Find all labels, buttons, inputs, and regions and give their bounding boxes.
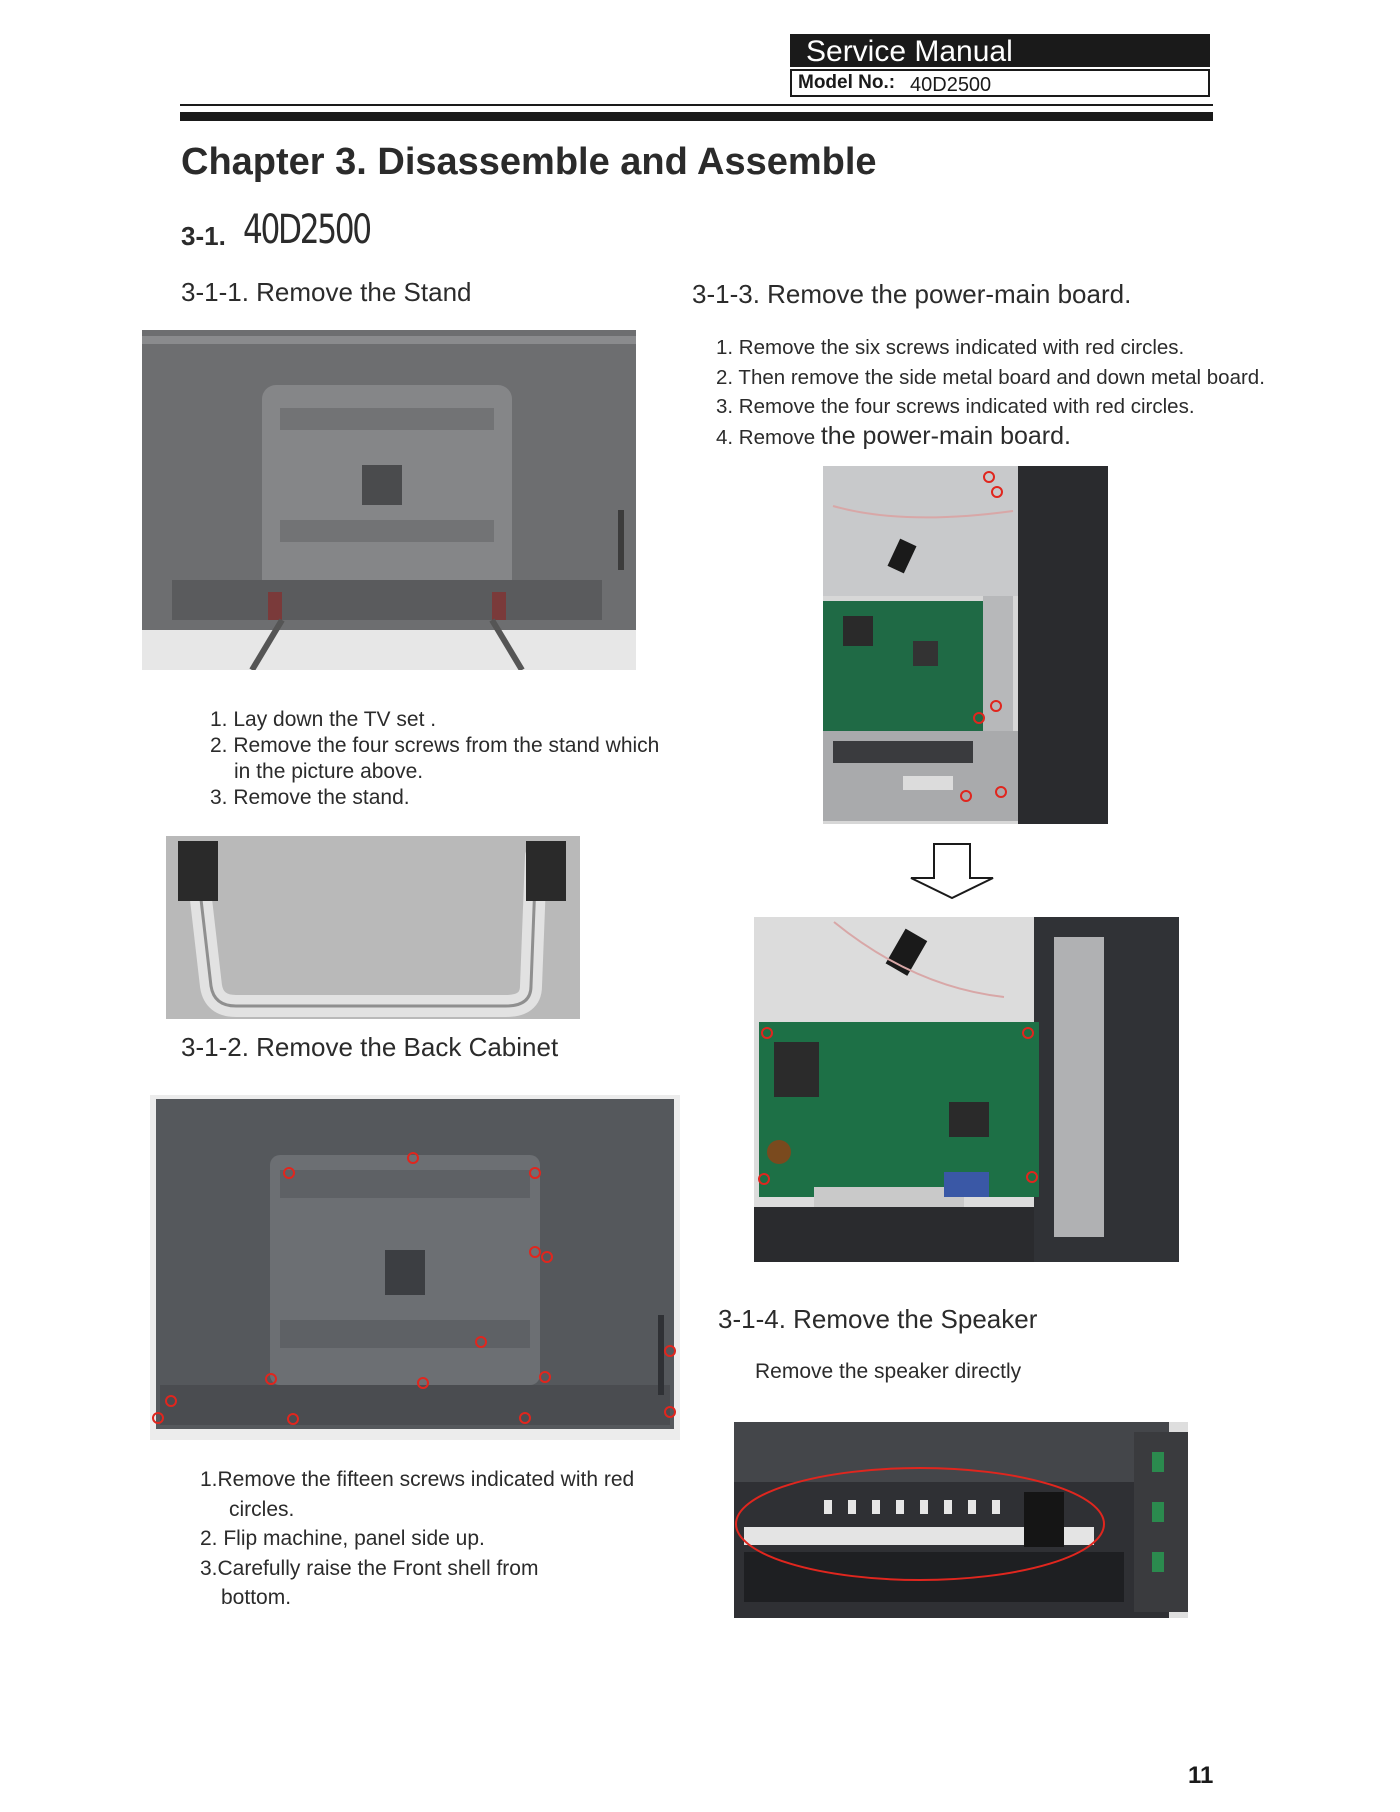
screw-marker bbox=[283, 1167, 295, 1179]
screw-marker bbox=[165, 1395, 177, 1407]
speaker-photo bbox=[734, 1422, 1188, 1618]
screw-marker bbox=[990, 700, 1002, 712]
model-number-label: Model No.: bbox=[798, 72, 896, 93]
model-number-box bbox=[790, 69, 1210, 97]
back-cabinet-heading: 3-1-2. Remove the Back Cabinet bbox=[181, 1032, 559, 1062]
power-board-exposed-photo bbox=[754, 917, 1179, 1262]
screw-marker bbox=[664, 1406, 676, 1418]
screw-marker bbox=[529, 1167, 541, 1179]
power-board-step-4: 4. Remove the power-main board. bbox=[716, 422, 1265, 453]
back-cabinet-step-3: 3.Carefully raise the Front shell from bbox=[200, 1556, 539, 1580]
power-board-step-2: 2. Then remove the side metal board and … bbox=[716, 365, 1265, 389]
screw-marker bbox=[539, 1371, 551, 1383]
speaker-heading: 3-1-4. Remove the Speaker bbox=[718, 1304, 1038, 1334]
page-number: 11 bbox=[1188, 1762, 1214, 1789]
screw-marker bbox=[1022, 1027, 1034, 1039]
power-board-step-1: 1. Remove the six screws indicated with … bbox=[716, 336, 1185, 359]
stand-step-2: 2. Remove the four screws from the stand… bbox=[210, 734, 660, 757]
back-cabinet-steps: 1.Remove the fifteen screws indicated wi… bbox=[200, 1465, 634, 1613]
power-board-step-4-prefix: 4. Remove bbox=[716, 425, 816, 449]
back-cabinet-photo bbox=[150, 1095, 680, 1440]
screw-marker bbox=[1026, 1171, 1038, 1183]
model-number-value: 40D2500 bbox=[910, 74, 992, 96]
section-model: 40D2500 bbox=[243, 207, 372, 253]
screw-marker bbox=[541, 1251, 553, 1263]
screw-marker bbox=[407, 1152, 419, 1164]
header-title-bar bbox=[790, 34, 1210, 67]
screw-marker bbox=[983, 471, 995, 483]
screw-marker bbox=[152, 1412, 164, 1424]
screw-marker bbox=[973, 712, 985, 724]
back-cabinet-step-1: 1.Remove the fifteen screws indicated wi… bbox=[200, 1468, 635, 1491]
stand-step-3: 3. Remove the stand. bbox=[210, 786, 410, 809]
header-rule-thin bbox=[180, 104, 1213, 106]
screw-marker bbox=[960, 790, 972, 802]
stand-steps: 1. Lay down the TV set . 2. Remove the f… bbox=[210, 707, 659, 811]
screw-marker bbox=[761, 1027, 773, 1039]
screw-marker bbox=[995, 786, 1007, 798]
stand-heading: 3-1-1. Remove the Stand bbox=[181, 277, 472, 307]
back-cabinet-step-3-cont: bottom. bbox=[221, 1586, 292, 1609]
power-board-steps: 1. Remove the six screws indicated with … bbox=[716, 333, 1265, 452]
tv-back-with-stand-photo bbox=[142, 330, 636, 670]
chapter-title: Chapter 3. Disassemble and Assemble bbox=[181, 141, 877, 183]
screw-marker bbox=[265, 1373, 277, 1385]
screw-marker bbox=[287, 1413, 299, 1425]
screw-marker bbox=[991, 486, 1003, 498]
section-number: 3-1. bbox=[181, 221, 226, 251]
power-board-step-4-suffix: the power-main board. bbox=[820, 421, 1071, 450]
screw-marker bbox=[417, 1377, 429, 1389]
power-board-with-metal-photo bbox=[823, 466, 1108, 824]
screw-marker bbox=[519, 1412, 531, 1424]
screw-marker bbox=[664, 1345, 676, 1357]
header-title: Service Manual bbox=[806, 35, 1013, 68]
back-cabinet-step-1-cont: circles. bbox=[229, 1497, 295, 1521]
down-arrow-icon bbox=[909, 843, 995, 900]
back-cabinet-step-2: 2. Flip machine, panel side up. bbox=[200, 1527, 485, 1550]
power-board-heading: 3-1-3. Remove the power-main board. bbox=[692, 279, 1132, 309]
screw-marker bbox=[475, 1336, 487, 1348]
stand-photo bbox=[166, 836, 580, 1019]
stand-step-1: 1. Lay down the TV set . bbox=[210, 708, 437, 731]
speaker-note: Remove the speaker directly bbox=[755, 1360, 1022, 1383]
screw-marker bbox=[529, 1246, 541, 1258]
screw-marker bbox=[758, 1173, 770, 1185]
header-rule-thick bbox=[180, 112, 1213, 121]
stand-step-2-cont: in the picture above. bbox=[234, 760, 424, 783]
power-board-step-3: 3. Remove the four screws indicated with… bbox=[716, 395, 1195, 418]
